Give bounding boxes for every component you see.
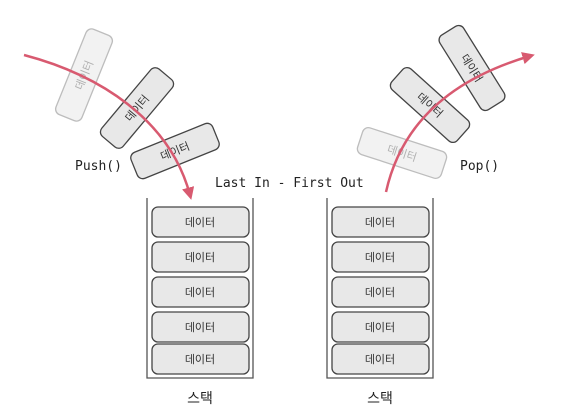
left-stack-block-4: 데이터 <box>151 311 250 343</box>
svg-text:데이터: 데이터 <box>185 286 215 299</box>
push-label: Push() <box>75 159 122 174</box>
pop-label: Pop() <box>460 159 499 174</box>
svg-text:데이터: 데이터 <box>365 216 395 229</box>
right-stack-block-1: 데이터 <box>331 206 430 238</box>
right-stack-block-3: 데이터 <box>331 276 430 308</box>
svg-text:데이터: 데이터 <box>365 286 395 299</box>
svg-text:데이터: 데이터 <box>365 321 395 334</box>
pop-arrow <box>384 52 535 193</box>
svg-text:데이터: 데이터 <box>365 353 395 366</box>
pop-outgoing-block-faint: 데이터 <box>356 126 448 180</box>
lifo-label: Last In - First Out <box>215 176 364 191</box>
push-incoming-block-faint: 데이터 <box>54 28 114 122</box>
svg-text:데이터: 데이터 <box>185 353 215 366</box>
left-stack-container <box>146 198 254 379</box>
right-stack-container <box>326 198 434 379</box>
right-stack-block-4: 데이터 <box>331 311 430 343</box>
left-stack-block-2: 데이터 <box>151 241 250 273</box>
pop-outgoing-block-top: 데이터 <box>438 24 506 112</box>
left-stack-label: 스택 <box>187 391 213 407</box>
push-arrow <box>23 53 195 200</box>
svg-text:데이터: 데이터 <box>185 251 215 264</box>
left-stack-block-5: 데이터 <box>151 343 250 375</box>
left-stack-block-1: 데이터 <box>151 206 250 238</box>
right-stack-block-2: 데이터 <box>331 241 430 273</box>
svg-text:데이터: 데이터 <box>185 216 215 229</box>
svg-text:데이터: 데이터 <box>185 321 215 334</box>
pop-outgoing-block-middle: 데이터 <box>389 66 471 144</box>
push-incoming-block-front: 데이터 <box>130 122 220 180</box>
svg-text:데이터: 데이터 <box>365 251 395 264</box>
push-incoming-block-middle: 데이터 <box>99 67 175 149</box>
right-stack-block-5: 데이터 <box>331 343 430 375</box>
left-stack-block-3: 데이터 <box>151 276 250 308</box>
right-stack-label: 스택 <box>367 391 393 407</box>
